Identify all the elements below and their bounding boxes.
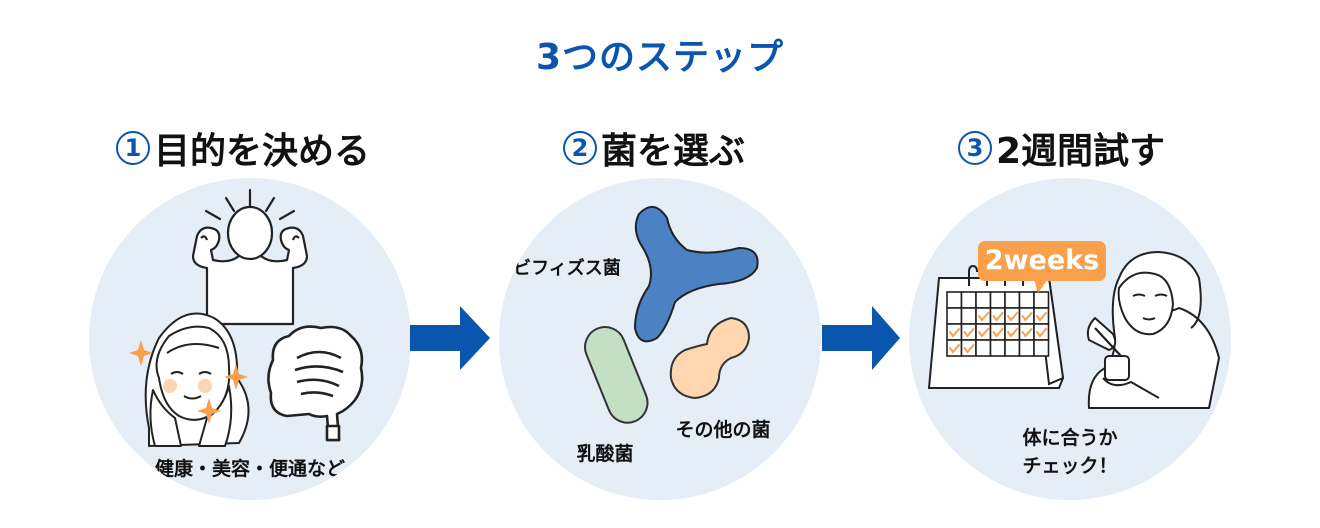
page-title: 3つのステップ [535,37,785,78]
checkmark-icon [978,328,989,338]
calendar-day [960,307,977,325]
calendar-day [975,339,992,357]
calendar-day [989,339,1006,357]
step-number-badge: 1 [116,131,150,165]
woman-eating-yogurt-icon [1086,251,1220,409]
calendar-day [960,291,977,309]
calendar-day [946,291,963,309]
step-3-circle: 体に合うか チェック！ [909,178,1231,500]
calendar-day [975,291,992,309]
flexing-person-icon [191,205,309,326]
step-3-caption-line1: 体に合うか [1022,426,1117,449]
checkmark-icon [992,328,1004,338]
checkmark-icon [1007,312,1018,322]
intestine-icon [267,325,364,442]
step-2-illustration: ビフィズス菌 乳酸菌 その他の菌 [513,206,771,465]
step-1-caption: 健康・美容・便通など [155,457,345,480]
checkmark-icon [1036,328,1047,338]
step-2-circle: ビフィズス菌 乳酸菌 その他の菌 [499,178,821,500]
checkmark-icon [949,344,960,354]
speech-bubble-tail [1034,279,1048,293]
checkmark-icon [949,328,960,338]
checkmark-icon [1021,328,1033,338]
radiance-lines-icon [204,188,296,221]
bifidobacteria-icon [633,206,759,343]
arrow-right-icon [410,306,490,370]
step-heading-text: 菌を選ぶ [601,131,746,172]
step-number-badge: 3 [958,131,992,165]
bacteria-label: 乳酸菌 [576,442,633,465]
other-bacteria-icon [669,316,751,400]
sparkle-icon [129,340,248,424]
checkmark-icon [1036,312,1047,322]
step-1-heading: 1 目的を決める [116,122,370,174]
bacteria-label: ビフィズス菌 [513,257,621,279]
arrow-right-icon [822,306,902,370]
calendar-day [1004,339,1021,357]
step-1-illustration: 健康・美容・便通など [129,188,364,480]
calendar-day [1004,291,1021,309]
checkmark-icon [1007,328,1018,338]
checkmark-icon [963,344,975,354]
woman-touching-face-icon [144,312,250,447]
step-heading-text: 2週間試す [996,131,1166,172]
step-3-caption-line2: チェック！ [1022,455,1117,477]
calendar-day [946,307,963,325]
checkmark-icon [978,312,989,322]
calendar-icon [927,264,1065,389]
calendar-day [1018,339,1035,357]
lactic-acid-bacteria-icon [584,326,649,424]
calendar-day [1018,291,1035,309]
calendar-day [1033,339,1050,357]
bacteria-label: その他の菌 [675,418,770,441]
checkmark-icon [992,312,1004,322]
step-1-circle: 健康・美容・便通など [89,178,411,500]
two-weeks-bubble: 2weeks [978,241,1106,281]
checkmark-icon [963,328,975,338]
calendar-day [1033,291,1050,309]
step-heading-text: 目的を決める [154,131,371,172]
step-3-heading: 3 2週間試す [958,122,1165,174]
step-2-heading: 2 菌を選ぶ [563,122,745,174]
step-3-illustration: 体に合うか チェック！ [927,251,1220,477]
step-number-badge: 2 [563,131,597,165]
checkmark-icon [1021,312,1033,322]
calendar-day [989,291,1006,309]
